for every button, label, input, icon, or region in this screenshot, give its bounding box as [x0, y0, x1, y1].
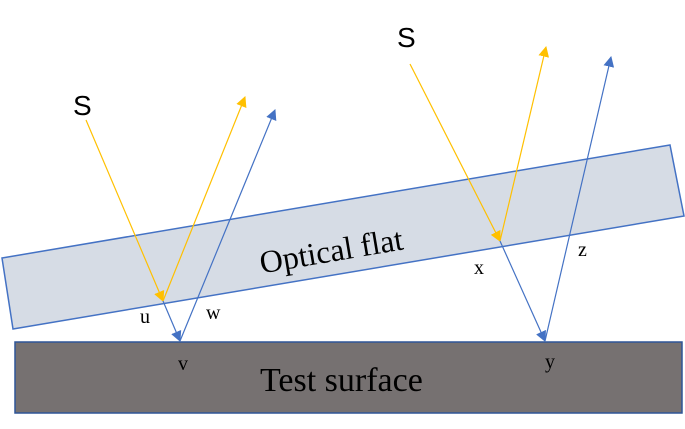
point-label-y: y: [545, 351, 555, 373]
reflected-ray-x: [499, 45, 550, 242]
point-label-z: z: [578, 239, 587, 261]
incident-ray-right: [409, 63, 501, 242]
point-label-x: x: [474, 257, 484, 279]
source-label-left: S: [73, 90, 92, 121]
test-surface-label: Test surface: [260, 362, 423, 399]
source-label-right: S: [397, 22, 416, 53]
transmitted-ray-left: [162, 300, 182, 342]
optical-flat: [1, 144, 685, 330]
test-surface: [14, 341, 683, 414]
reflected-ray-u: [162, 95, 247, 302]
incident-ray-left: [85, 119, 165, 302]
reflected-ray-w: [179, 109, 277, 342]
point-label-u: u: [140, 306, 150, 328]
point-label-w: w: [206, 302, 221, 324]
point-label-v: v: [178, 353, 188, 375]
transmitted-ray-right: [499, 240, 546, 342]
reflected-ray-z: [544, 55, 615, 342]
